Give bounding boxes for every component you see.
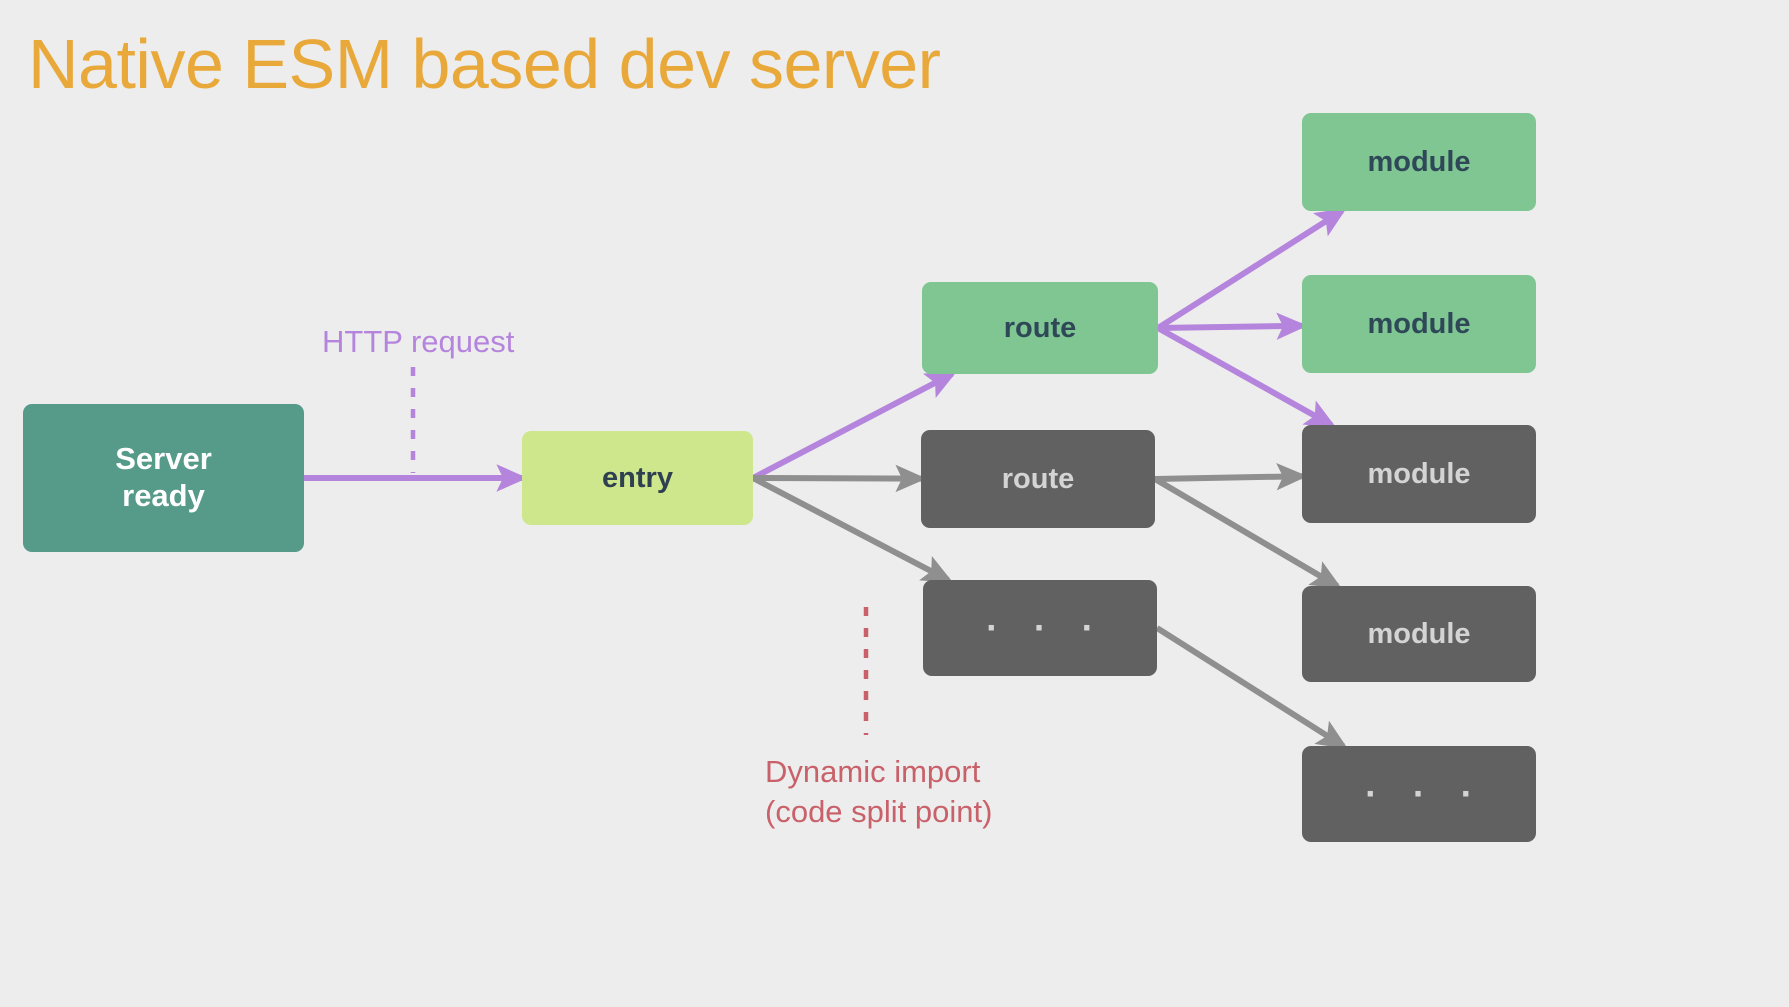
node-label: entry	[602, 461, 673, 494]
node-label: module	[1367, 145, 1471, 178]
node-label: route	[1003, 311, 1077, 344]
node-module_1[interactable]: module	[1302, 113, 1536, 211]
node-module_4[interactable]: module	[1302, 586, 1536, 682]
edge-entry-to-route-b	[752, 464, 927, 493]
node-route_a[interactable]: route	[922, 282, 1158, 374]
edge-route-a-to-module-2	[1157, 312, 1308, 340]
node-label: module	[1367, 617, 1471, 650]
node-entry[interactable]: entry	[522, 431, 753, 525]
node-module_2[interactable]: module	[1302, 275, 1536, 373]
node-label: · · ·	[1365, 773, 1486, 815]
node-label: route	[1001, 462, 1075, 495]
node-module_5[interactable]: · · ·	[1302, 746, 1536, 842]
annotation-text: Dynamic import(code split point)	[765, 754, 993, 829]
annotation-http-request: HTTP request	[322, 322, 514, 362]
annotation-text: HTTP request	[322, 324, 515, 359]
edge-entry-to-route-c	[751, 475, 954, 583]
node-label: module	[1367, 307, 1471, 340]
node-route_b[interactable]: route	[921, 430, 1155, 528]
edge-route-b-to-module-3	[1154, 462, 1308, 491]
node-module_3[interactable]: module	[1302, 425, 1536, 523]
page-title: Native ESM based dev server	[28, 25, 941, 103]
annotation-dynamic-import: Dynamic import(code split point)	[765, 752, 992, 831]
node-label: · · ·	[986, 607, 1107, 649]
node-label: module	[1367, 457, 1471, 490]
node-route_c[interactable]: · · ·	[923, 580, 1157, 676]
